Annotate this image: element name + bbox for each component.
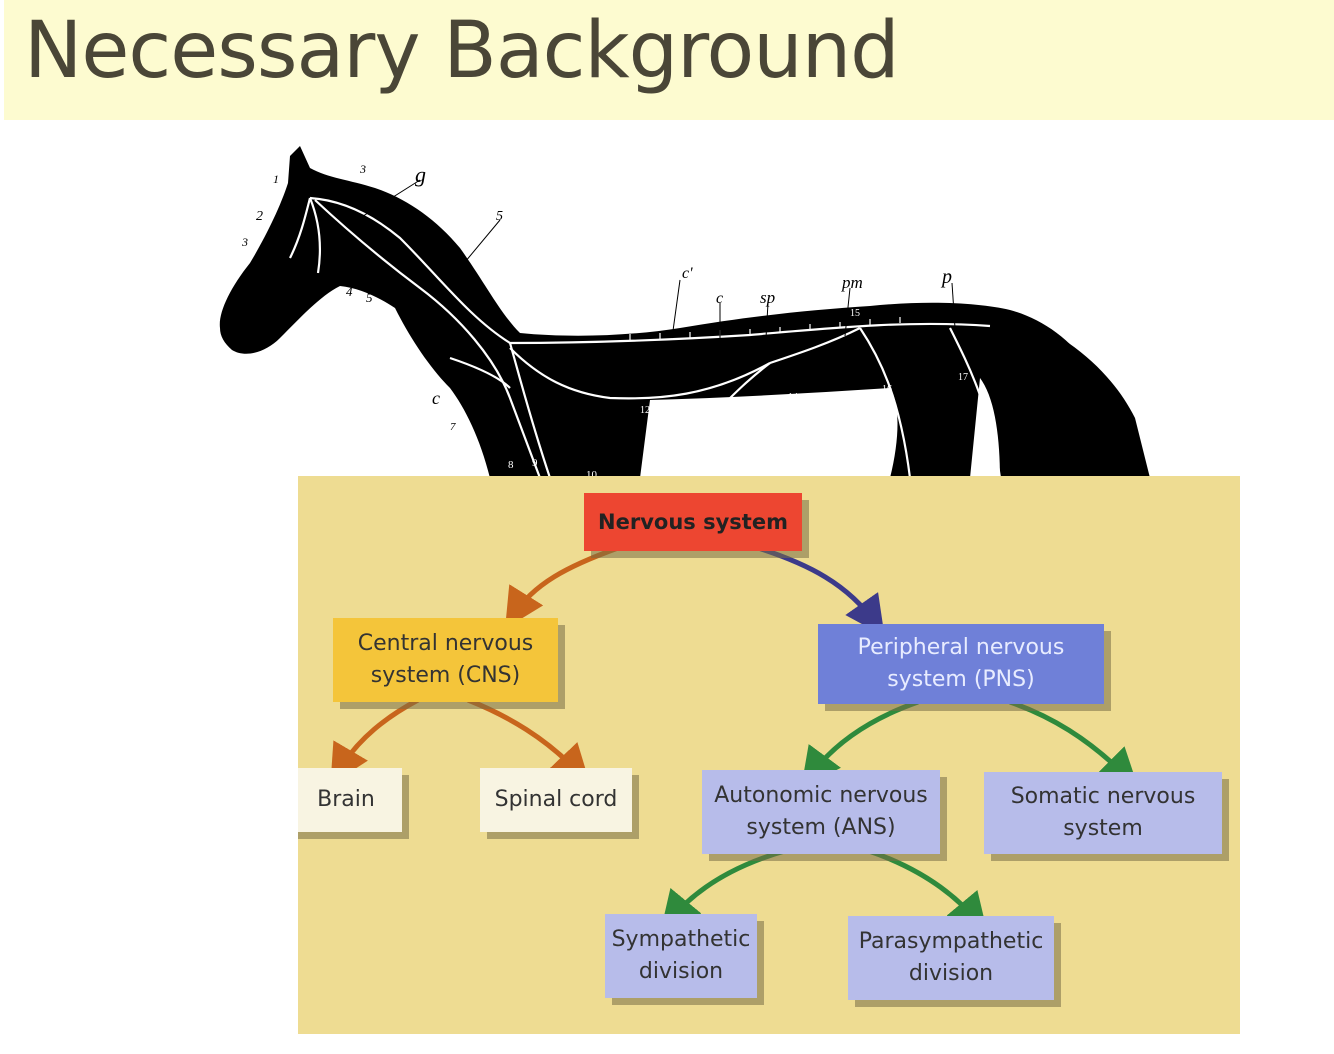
horse-label: 5 xyxy=(366,290,373,305)
somatic-box: Somatic nervous system xyxy=(984,772,1222,854)
somatic-label-line2: system xyxy=(1063,813,1143,845)
horse-label: p xyxy=(940,266,952,288)
slide-title: Necessary Background xyxy=(24,6,899,96)
horse-silhouette xyxy=(220,146,1135,478)
horse-label: 14 xyxy=(788,392,798,403)
horse-label: 8 xyxy=(508,459,514,471)
horse-label: c xyxy=(716,290,723,307)
arrow-pns-to-ans xyxy=(810,702,918,776)
arrow-cns-to-spinal xyxy=(468,700,580,774)
horse-label: 17 xyxy=(958,372,968,383)
arrow-ans-to-symp xyxy=(670,850,788,920)
cns-label-line1: Central nervous xyxy=(358,628,534,660)
nervous-system-diagram: Nervous system Central nervous system (C… xyxy=(298,476,1240,1034)
somatic-label-line1: Somatic nervous xyxy=(1011,781,1196,813)
ans-label-line2: system (ANS) xyxy=(746,812,895,844)
brain-box: Brain xyxy=(298,768,402,832)
ans-label-line1: Autonomic nervous xyxy=(714,780,928,812)
horse-nervous-system-illustration: 1 2 3 3 4 5 5 g c c' c sp pm p 7 8 9 10 … xyxy=(210,138,1160,478)
pns-box: Peripheral nervous system (PNS) xyxy=(818,624,1104,704)
arrow-cns-to-brain xyxy=(338,700,418,772)
arrow-pns-to-somatic xyxy=(1010,702,1128,778)
arrow-root-to-cns xyxy=(513,548,618,616)
cns-label-line2: system (CNS) xyxy=(371,660,520,692)
nervous-system-label: Nervous system xyxy=(598,506,788,538)
horse-label: g xyxy=(415,162,426,187)
horse-label: 3 xyxy=(359,162,366,176)
arrow-ans-to-para xyxy=(866,850,978,922)
pns-label-line1: Peripheral nervous xyxy=(858,632,1065,664)
horse-label: c' xyxy=(682,265,693,282)
sympathetic-box: Sympathetic division xyxy=(605,914,757,998)
spinal-cord-box: Spinal cord xyxy=(480,768,632,832)
horse-label: 12 xyxy=(640,405,650,416)
horse-label: 1 xyxy=(273,172,279,186)
horse-label: 16 xyxy=(882,384,892,395)
horse-label: 13 xyxy=(728,416,738,427)
parasympathetic-label-line1: Parasympathetic xyxy=(859,926,1044,958)
horse-label: 9 xyxy=(532,457,538,469)
horse-label: c xyxy=(432,388,440,408)
horse-label: 5 xyxy=(496,209,503,224)
title-bar: Necessary Background xyxy=(4,0,1334,120)
parasympathetic-box: Parasympathetic division xyxy=(848,916,1054,1000)
horse-label: pm xyxy=(841,273,863,292)
pns-label-line2: system (PNS) xyxy=(887,664,1034,696)
brain-label: Brain xyxy=(317,784,375,816)
horse-label: 7 xyxy=(450,421,456,433)
sympathetic-label-line2: division xyxy=(639,956,723,988)
ans-box: Autonomic nervous system (ANS) xyxy=(702,770,940,854)
arrow-root-to-pns xyxy=(758,548,876,624)
horse-label: 15 xyxy=(850,308,860,319)
spinal-cord-label: Spinal cord xyxy=(495,784,618,816)
diagram-arrows xyxy=(298,476,1240,1034)
cns-box: Central nervous system (CNS) xyxy=(333,618,558,702)
horse-label: 2 xyxy=(256,209,263,224)
parasympathetic-label-line2: division xyxy=(909,958,993,990)
horse-label: 4 xyxy=(346,284,353,299)
horse-label: sp xyxy=(760,288,775,307)
horse-label: 3 xyxy=(241,235,248,249)
nervous-system-box: Nervous system xyxy=(584,493,802,551)
sympathetic-label-line1: Sympathetic xyxy=(612,924,751,956)
